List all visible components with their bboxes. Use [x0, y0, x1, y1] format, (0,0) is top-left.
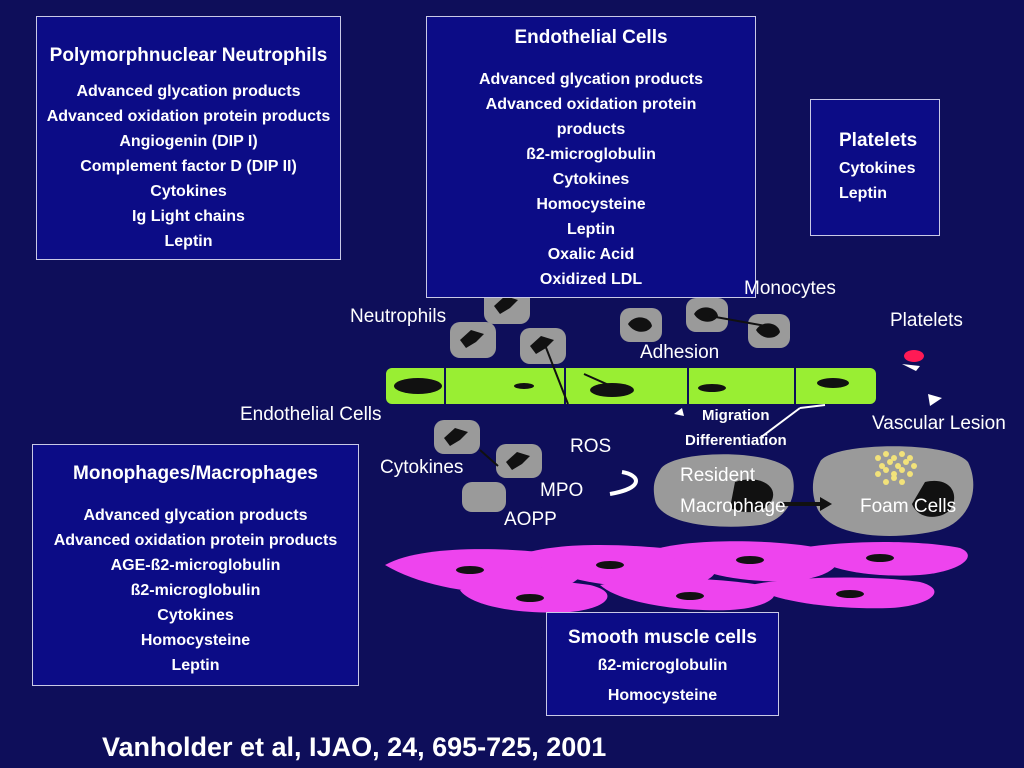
platelet-cell: [904, 350, 924, 362]
neutrophils-box: Polymorphnuclear Neutrophils Advanced gl…: [36, 16, 341, 260]
endothelial-item: Oxidized LDL: [539, 271, 643, 288]
endothelial-item: Leptin: [567, 221, 615, 238]
endothelial-item: Advanced glycation products: [478, 71, 704, 88]
platelets-item: Cytokines: [839, 160, 916, 177]
smooth-muscle-layer: [385, 541, 968, 613]
label-ros: ROS: [570, 436, 612, 457]
neutrophils-box-title: Polymorphnuclear Neutrophils: [49, 45, 328, 66]
smooth-muscle-item: ß2-microglobulin: [597, 657, 728, 674]
macrophages-box-title: Monophages/Macrophages: [73, 463, 318, 484]
label-mpo: MPO: [540, 480, 584, 501]
neutrophils-item: Cytokines: [150, 183, 227, 200]
endothelial-item: Advanced oxidation protein: [485, 96, 697, 113]
macrophages-item: Advanced glycation products: [83, 507, 308, 524]
neutrophils-item: Angiogenin (DIP I): [119, 133, 258, 150]
smooth-muscle-box: Smooth muscle cells ß2-microglobulin Hom…: [546, 612, 779, 716]
label-platelets: Platelets: [890, 310, 963, 331]
neutrophils-item: Leptin: [164, 233, 213, 250]
macrophages-item: Advanced oxidation protein products: [53, 532, 338, 549]
label-macrophage: Macrophage: [680, 496, 786, 517]
endothelial-layer: [386, 368, 876, 404]
smooth-muscle-box-title: Smooth muscle cells: [567, 627, 757, 648]
citation: Vanholder et al, IJAO, 24, 695-725, 2001: [102, 732, 607, 762]
monocyte-cells: [620, 298, 790, 348]
macrophages-item: Homocysteine: [140, 632, 251, 649]
neutrophils-item: Advanced glycation products: [76, 83, 301, 100]
endothelial-item: Homocysteine: [536, 196, 646, 213]
smooth-muscle-item: Homocysteine: [607, 687, 718, 704]
macrophages-item: ß2-microglobulin: [130, 582, 261, 599]
platelets-box-title: Platelets: [839, 130, 918, 151]
label-endothelial-cells: Endothelial Cells: [240, 404, 382, 425]
label-differentiation: Differentiation: [685, 432, 787, 449]
macrophages-item: Cytokines: [157, 607, 234, 624]
endothelial-item: products: [556, 121, 626, 138]
neutrophils-item: Advanced oxidation protein products: [46, 108, 331, 125]
platelets-box: Platelets Cytokines Leptin: [810, 99, 940, 236]
macrophages-item: Leptin: [171, 657, 220, 674]
macrophages-item: AGE-ß2-microglobulin: [110, 557, 281, 574]
label-migration: Migration: [702, 407, 770, 424]
label-foam-cells: Foam Cells: [860, 496, 957, 517]
macrophages-box: Monophages/Macrophages Advanced glycatio…: [32, 444, 359, 686]
macrophage-cells: [653, 446, 974, 536]
label-adhesion: Adhesion: [640, 342, 720, 363]
label-aopp: AOPP: [504, 509, 557, 530]
label-neutrophils: Neutrophils: [350, 306, 447, 327]
endothelial-item: Oxalic Acid: [547, 246, 635, 263]
endothelial-item: Cytokines: [552, 171, 630, 188]
neutrophils-item: Complement factor D (DIP II): [80, 158, 297, 175]
label-monocytes: Monocytes: [744, 278, 836, 299]
endothelial-item: ß2-microglobulin: [526, 146, 656, 163]
platelets-item: Leptin: [839, 185, 887, 202]
endothelial-box-title: Endothelial Cells: [514, 27, 668, 48]
label-cytokines: Cytokines: [380, 457, 464, 478]
label-resident: Resident: [680, 465, 755, 486]
label-vascular-lesion: Vascular Lesion: [872, 413, 1006, 434]
arrows: [583, 364, 942, 511]
neutrophils-item: Ig Light chains: [132, 208, 245, 225]
endothelial-box: Endothelial Cells Advanced glycation pro…: [426, 16, 756, 298]
